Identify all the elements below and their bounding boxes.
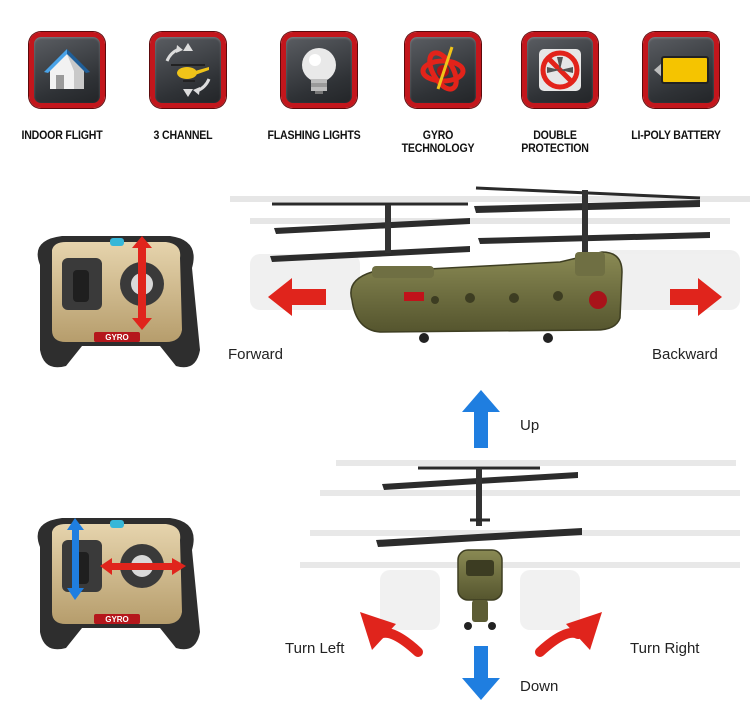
- feature-label-line: PROTECTION: [521, 143, 589, 155]
- feature-3-channel: 3 CHANNEL: [128, 30, 238, 160]
- gyro-icon: [420, 46, 466, 92]
- feature-tile: [405, 32, 481, 108]
- right-red-arrow: [670, 278, 722, 316]
- turn-right-label: Turn Right: [630, 640, 700, 657]
- feature-label-line: DOUBLE: [533, 130, 577, 142]
- controller-logo: GYRO: [105, 333, 129, 342]
- vertical-blue-arrow: [72, 528, 79, 590]
- house-icon: [44, 49, 90, 89]
- feature-double-protection: DOUBLE PROTECTION: [500, 30, 610, 160]
- no-fan-icon: [539, 49, 581, 91]
- feature-label: LI-POLY BATTERY: [631, 130, 721, 142]
- remote-controller-forward-backward: GYRO: [37, 236, 200, 368]
- helicopter-front-view-ghosts: [300, 460, 740, 630]
- feature-tile: [281, 32, 357, 108]
- down-blue-arrow: [462, 646, 500, 700]
- horizontal-red-arrow: [112, 563, 172, 570]
- turn-left-label: Turn Left: [285, 640, 345, 657]
- feature-label: DOUBLE PROTECTION: [504, 130, 605, 156]
- feature-gyro-technology: GYRO TECHNOLOGY: [383, 30, 493, 160]
- feature-indoor-flight: INDOOR FLIGHT: [7, 30, 117, 160]
- feature-label: FLASHING LIGHTS: [267, 130, 361, 142]
- feature-label: 3 CHANNEL: [153, 130, 213, 142]
- feature-label: INDOOR FLIGHT: [21, 130, 103, 142]
- left-red-arrow: [268, 278, 326, 316]
- helicopter-side-view: [270, 186, 710, 343]
- battery-icon: [654, 56, 709, 84]
- helicopter-front-view: [376, 466, 582, 630]
- feature-tile: [643, 32, 719, 108]
- feature-label-line: TECHNOLOGY: [401, 143, 475, 155]
- turn-right-red-arrow: [535, 612, 602, 657]
- turn-left-red-arrow: [360, 612, 423, 657]
- feature-label-line: GYRO: [422, 130, 454, 142]
- feature-li-poly-battery: LI-POLY BATTERY: [621, 30, 731, 160]
- helicopter-rotate-icon: [165, 43, 211, 97]
- vertical-red-arrow: [138, 248, 146, 318]
- light-bulb-icon: [302, 48, 336, 94]
- up-blue-arrow: [462, 390, 500, 448]
- backward-label: Backward: [652, 346, 718, 363]
- feature-tile: [150, 32, 226, 108]
- controller-logo: GYRO: [105, 615, 129, 624]
- feature-flashing-lights: FLASHING LIGHTS: [259, 30, 369, 160]
- up-label: Up: [520, 417, 540, 434]
- forward-label: Forward: [228, 346, 284, 363]
- feature-label: GYRO TECHNOLOGY: [387, 130, 488, 156]
- feature-tile: [29, 32, 105, 108]
- remote-controller-up-down-turn: GYRO: [37, 518, 200, 650]
- feature-tile: [522, 32, 598, 108]
- down-label: Down: [520, 678, 559, 695]
